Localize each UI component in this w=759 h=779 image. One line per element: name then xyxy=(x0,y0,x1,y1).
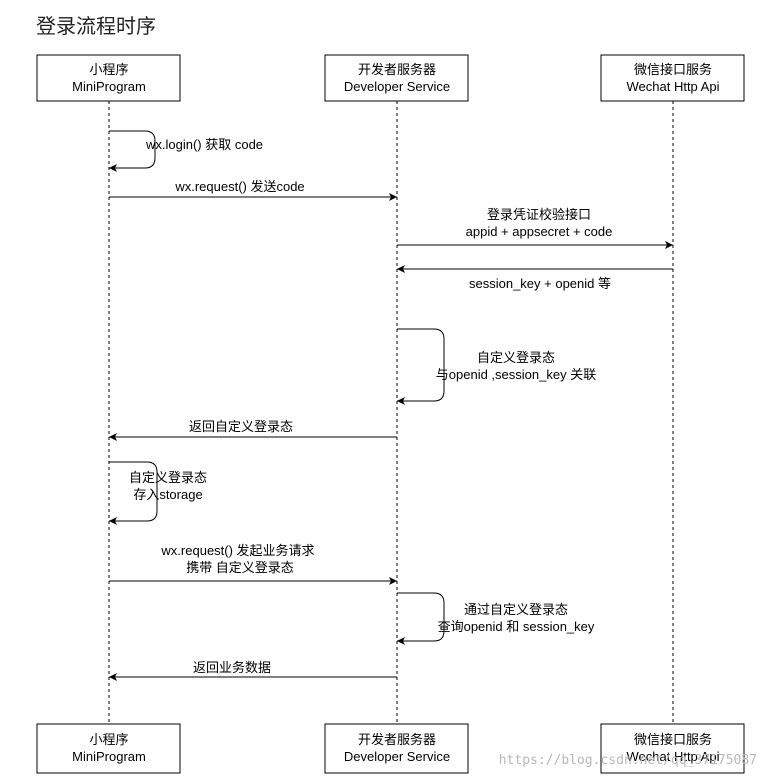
message-label: 通过自定义登录态 xyxy=(464,602,568,617)
participant-name-zh: 微信接口服务 xyxy=(634,62,712,77)
message-arrow-self xyxy=(109,130,156,172)
participant-name-en: MiniProgram xyxy=(72,749,146,764)
diagram-title: 登录流程时序 xyxy=(36,15,156,38)
participant-name-zh: 微信接口服务 xyxy=(634,732,712,747)
message-label: 查询openid 和 session_key xyxy=(438,619,595,634)
participant-bottom-miniprogram: 小程序 MiniProgram xyxy=(36,723,181,774)
message-label: 自定义登录态 xyxy=(129,470,207,485)
participant-name-zh: 小程序 xyxy=(89,732,128,747)
message-label: 返回自定义登录态 xyxy=(189,419,293,434)
participant-name-en: Wechat Http Api xyxy=(627,79,720,94)
participant-name-en: Developer Service xyxy=(344,749,450,764)
participant-name-en: Developer Service xyxy=(344,79,450,94)
message-label: 存入storage xyxy=(133,487,202,502)
message-label: session_key + openid 等 xyxy=(469,276,611,291)
participant-name-zh: 小程序 xyxy=(89,62,128,77)
participant-top-wechat-api: 微信接口服务 Wechat Http Api xyxy=(600,54,745,102)
message-label: 自定义登录态 xyxy=(477,350,555,365)
message-arrow-self xyxy=(397,592,445,645)
participant-top-miniprogram: 小程序 MiniProgram xyxy=(36,54,181,102)
participant-name-zh: 开发者服务器 xyxy=(358,732,436,747)
participant-bottom-wechat-api: 微信接口服务 Wechat Http Api xyxy=(600,723,745,774)
message-label: wx.login() 获取 code xyxy=(145,137,263,152)
participant-bottom-developer-service: 开发者服务器 Developer Service xyxy=(324,723,469,774)
participant-name-en: Wechat Http Api xyxy=(627,749,720,764)
watermark-text: https://blog.csdn.net/qq_37175087 xyxy=(499,753,757,768)
message-label: 登录凭证校验接口 xyxy=(487,207,591,222)
message-label: appid + appsecret + code xyxy=(466,224,613,239)
message-label: 与openid ,session_key 关联 xyxy=(436,367,596,382)
message-label: wx.request() 发送code xyxy=(174,179,304,194)
participant-name-en: MiniProgram xyxy=(72,79,146,94)
message-arrow-self xyxy=(397,328,445,405)
message-label: 返回业务数据 xyxy=(193,660,271,675)
participant-name-zh: 开发者服务器 xyxy=(358,62,436,77)
message-label: 携带 自定义登录态 xyxy=(186,560,294,575)
message-arrow-self xyxy=(109,461,158,525)
message-label: wx.request() 发起业务请求 xyxy=(160,543,314,558)
participant-top-developer-service: 开发者服务器 Developer Service xyxy=(324,54,469,102)
